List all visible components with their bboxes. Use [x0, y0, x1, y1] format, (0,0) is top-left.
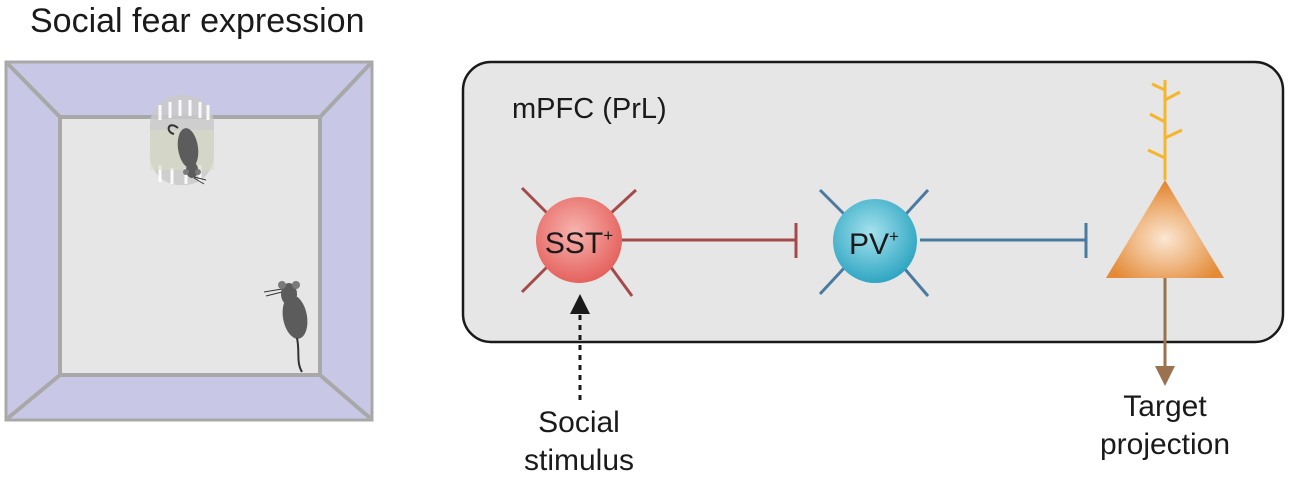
input-label-line1: Social	[538, 406, 620, 439]
sst-label: SST+	[545, 226, 613, 260]
pv-to-pyramidal-connection	[920, 223, 1088, 258]
figure-title: Social fear expression	[30, 2, 365, 40]
sst-soma	[536, 197, 622, 283]
social-stimulus-arrow	[570, 294, 590, 400]
pv-neuron: PV+	[818, 188, 930, 297]
pv-label: PV+	[849, 227, 899, 261]
output-label-line2: projection	[1100, 428, 1230, 461]
test-mouse-icon	[263, 281, 308, 373]
pyramidal-neuron	[1106, 80, 1224, 278]
output-label-line1: Target	[1123, 390, 1207, 423]
apical-dendrite	[1147, 80, 1183, 180]
stimulus-mouse-icon	[167, 124, 207, 185]
region-label: mPFC (PrL)	[512, 93, 667, 125]
sst-to-pv-connection	[620, 223, 798, 258]
sst-neuron: SST+	[520, 186, 638, 297]
pv-soma	[833, 199, 917, 283]
pyramidal-soma	[1106, 180, 1224, 278]
input-label-line2: stimulus	[524, 444, 634, 477]
projection-arrow	[1155, 278, 1175, 386]
